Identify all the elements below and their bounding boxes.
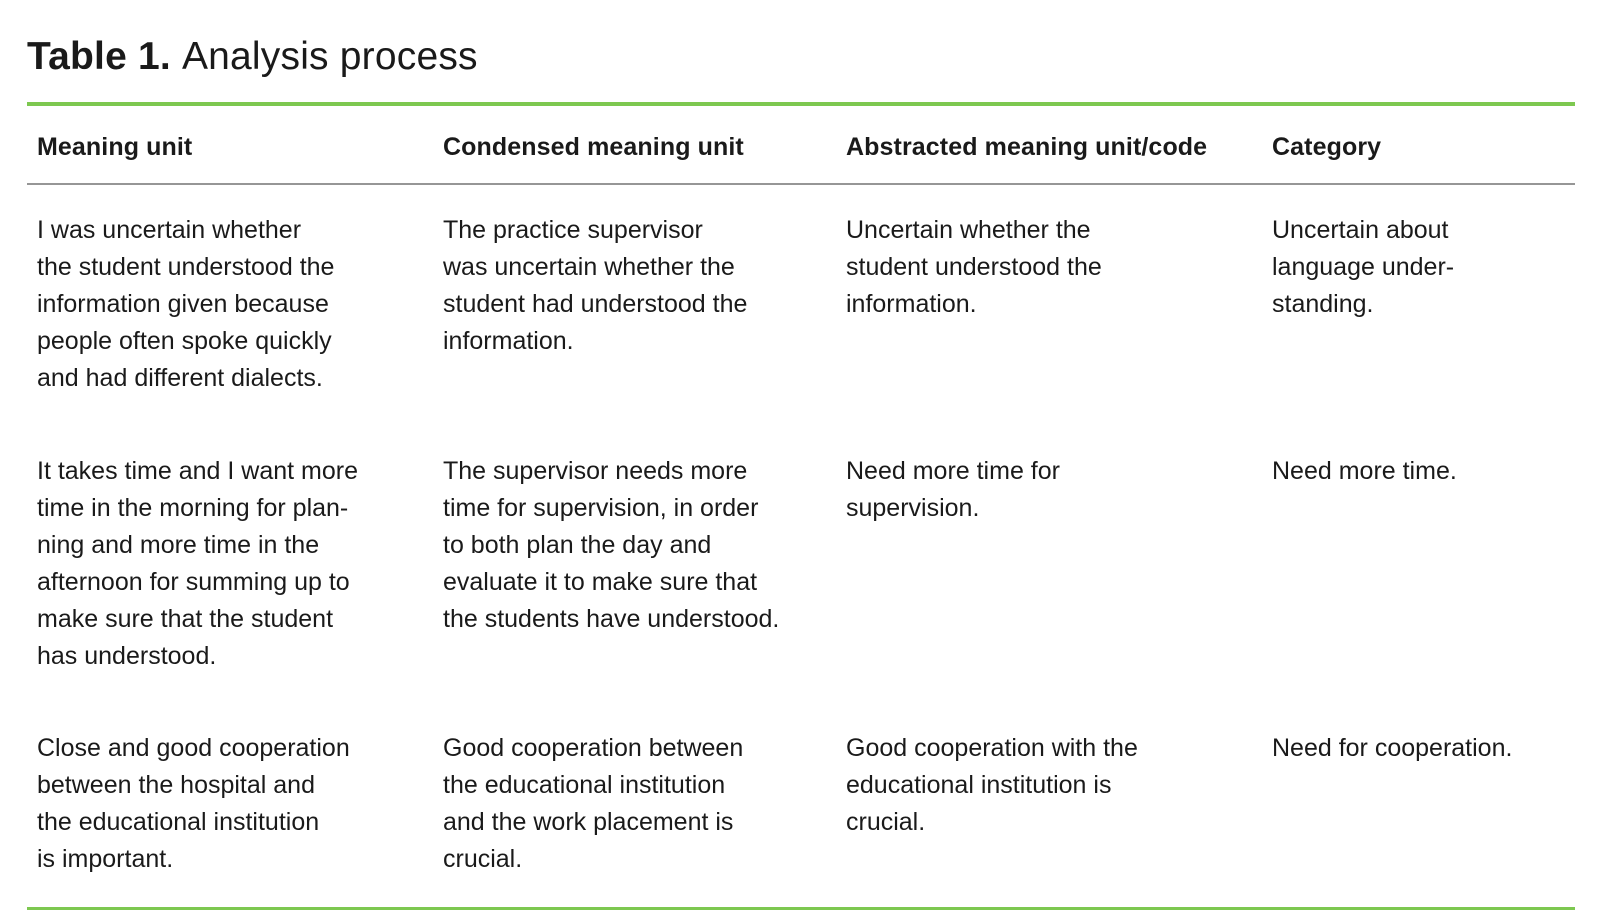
table-cell-meaning-unit: It takes time and I want more time in th…: [37, 457, 358, 670]
column-header-meaning-unit: Meaning unit: [27, 106, 443, 185]
table-caption: Table 1.Analysis process: [27, 34, 1575, 80]
table-cell-meaning-unit: Close and good cooperation between the h…: [37, 734, 350, 873]
table-cell-category: Need for cooperation.: [1272, 734, 1513, 762]
table-cell-condensed: The supervisor needs more time for super…: [443, 457, 780, 633]
table-cell-abstracted: Uncertain whether the student understood…: [846, 216, 1102, 318]
table-cell-category: Uncertain about language under- standing…: [1272, 216, 1455, 318]
table-cell-category: Need more time.: [1272, 457, 1457, 485]
analysis-table: Meaning unit Condensed meaning unit Abst…: [27, 106, 1575, 907]
table-cell-abstracted: Good cooperation with the educational in…: [846, 734, 1138, 836]
table-cell-condensed: The practice supervisor was uncertain wh…: [443, 216, 748, 355]
column-header-category: Category: [1272, 106, 1575, 185]
table-cell-meaning-unit: I was uncertain whether the student unde…: [37, 216, 335, 392]
table-cell-abstracted: Need more time for supervision.: [846, 457, 1060, 522]
column-header-condensed-meaning-unit: Condensed meaning unit: [443, 106, 846, 185]
bottom-rule: [27, 907, 1575, 910]
top-rule: [27, 102, 1575, 106]
column-header-abstracted-meaning-unit: Abstracted meaning unit/code: [846, 106, 1272, 185]
table-caption-label: Table 1.: [27, 35, 171, 78]
table-cell-condensed: Good cooperation between the educational…: [443, 734, 744, 873]
table-caption-title: Analysis process: [181, 35, 478, 78]
